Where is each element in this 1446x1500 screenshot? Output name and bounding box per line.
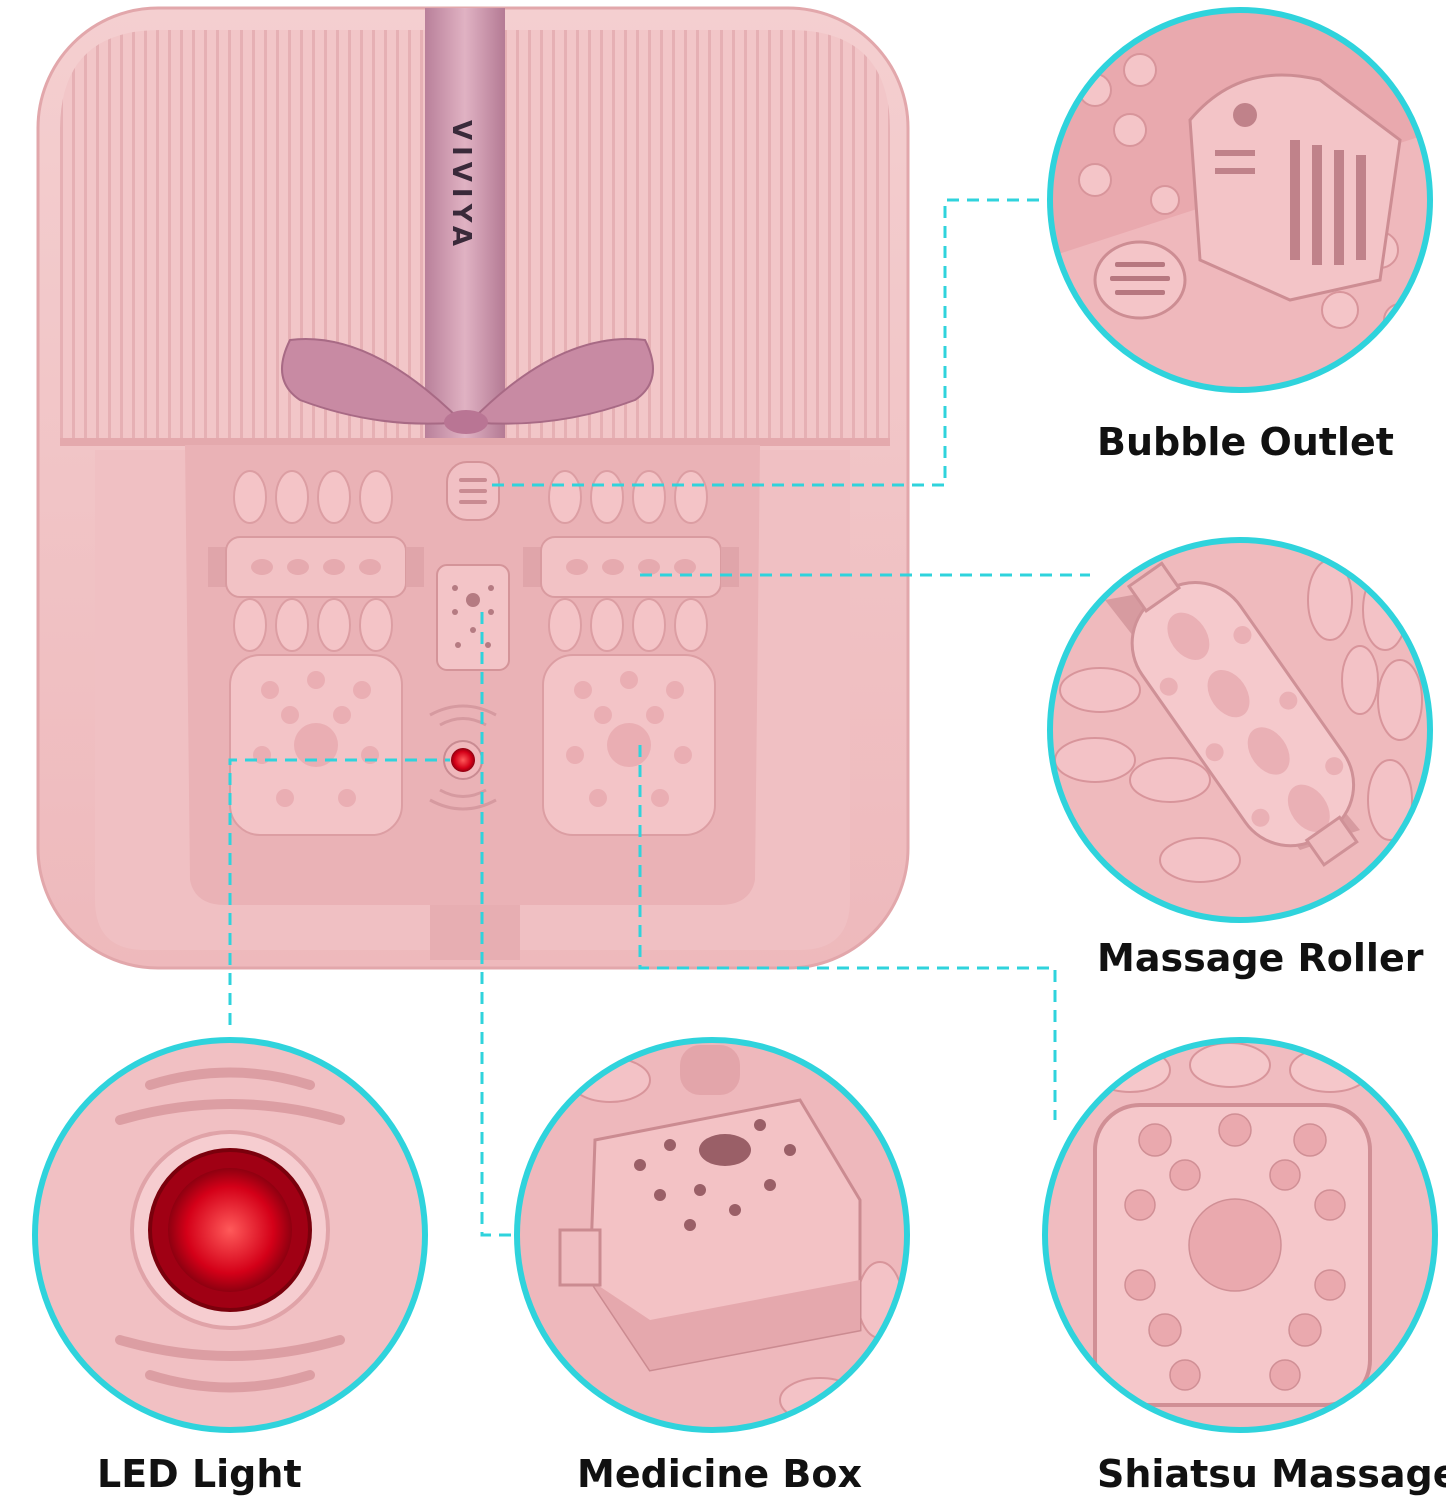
medicine-box-label: Medicine Box — [577, 1452, 862, 1496]
led-light-main — [429, 704, 497, 811]
massage-roller-detail — [1047, 537, 1433, 923]
bubble-outlet-detail — [1047, 7, 1433, 393]
led-light-label: LED Light — [97, 1452, 302, 1496]
shiatsu-massage-label: Shiatsu Massage — [1097, 1452, 1446, 1496]
bow-decoration — [281, 338, 654, 434]
massage-roller-main — [208, 536, 739, 598]
shiatsu-pad-main — [229, 654, 716, 836]
shiatsu-pad-detail — [1042, 1037, 1438, 1433]
foot-spa-basin — [36, 6, 910, 970]
medicine-box-detail — [514, 1037, 910, 1433]
connector-lines — [228, 198, 1090, 1237]
massage-roller-label: Massage Roller — [1097, 936, 1424, 980]
led-light-detail — [32, 1037, 428, 1433]
bubble-outlet-label: Bubble Outlet — [1097, 420, 1394, 464]
brand-name: VIVIYA — [446, 120, 476, 252]
